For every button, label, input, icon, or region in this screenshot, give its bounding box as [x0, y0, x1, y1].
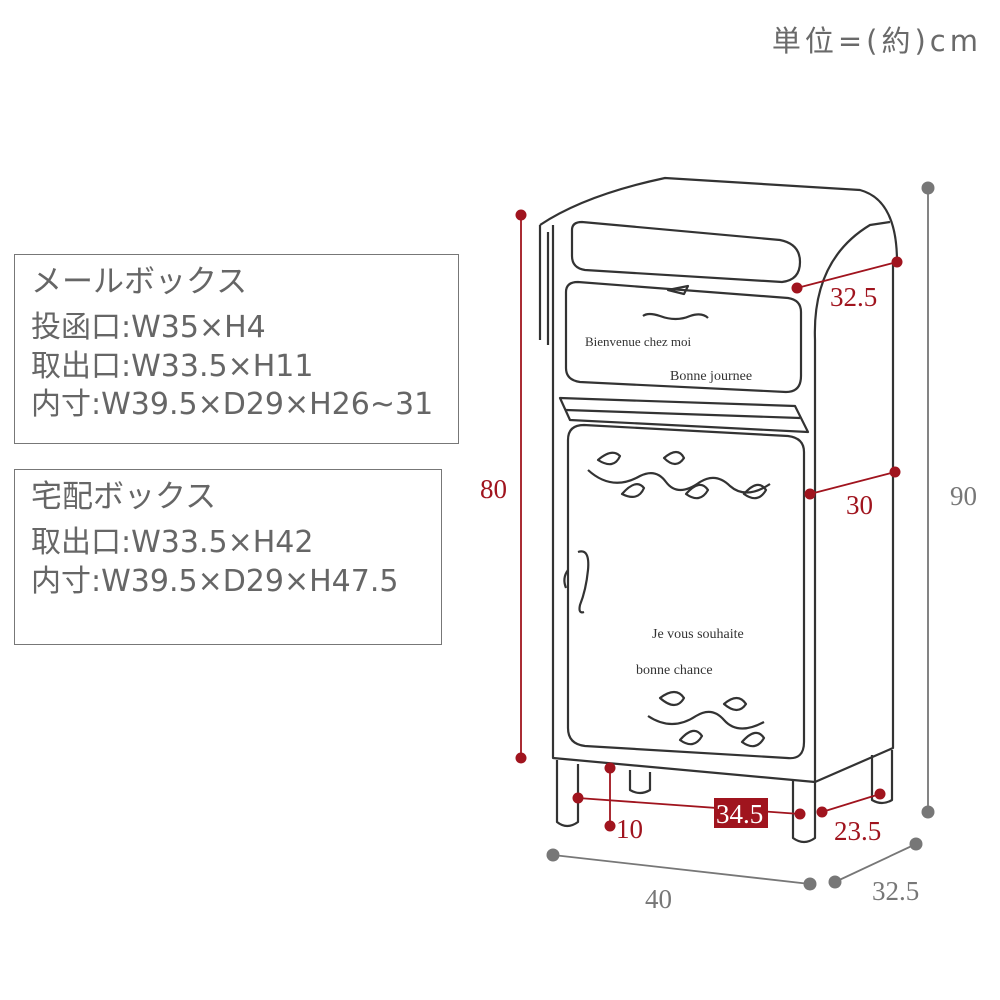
delivery-box-spec-inner: 内寸:W39.5×D29×H47.5 [31, 563, 399, 599]
dimension-dot [804, 488, 816, 500]
dimension-dot [515, 752, 527, 764]
dimension-dot [909, 837, 923, 851]
dimension-dot [816, 806, 828, 818]
leaf-icon [722, 696, 748, 712]
upper-door-text-2: Bonne journee [670, 369, 752, 384]
dimension-dot [874, 788, 886, 800]
mailbox-roof [539, 176, 899, 263]
leaf-icon [742, 483, 768, 500]
dimension-dot [889, 466, 901, 478]
lower-door-hinge [563, 569, 569, 589]
leaf-icon [596, 451, 622, 466]
gray-dimension-dots [546, 181, 935, 891]
depth-label: 32.5 [872, 876, 919, 906]
upper-door-latch [666, 284, 690, 296]
dimension-dot [515, 209, 527, 221]
delivery-box-spec-box: 宅配ボックス 取出口:W33.5×H42 内寸:W39.5×D29×H47.5 [14, 469, 442, 645]
parcel-flap [558, 396, 810, 434]
upper-door [564, 280, 803, 394]
body-height-label: 80 [480, 474, 507, 504]
leaf-icon [678, 729, 704, 746]
leg-back-left [628, 770, 652, 795]
upper-door-handle [642, 312, 709, 321]
dimension-dot [828, 875, 842, 889]
leaf-icon [740, 731, 766, 748]
leg-height-label: 10 [616, 814, 643, 844]
mid-depth-label: 30 [846, 490, 873, 520]
leg-span-width-label-bg [714, 798, 768, 828]
dimension-dot [803, 877, 817, 891]
mailbox-spec-outlet: 取出口:W33.5×H11 [31, 348, 314, 384]
mailbox-spec-inner: 内寸:W39.5×D29×H26~31 [31, 387, 434, 422]
vine-ornament-top [587, 469, 771, 494]
mailbox-spec-box: メールボックス 投函口:W35×H4 取出口:W33.5×H11 内寸:W39.… [14, 254, 459, 444]
width-label: 40 [645, 884, 672, 914]
dimension-dot [921, 805, 935, 819]
vine-ornament-bottom [647, 710, 765, 730]
lower-door-text-2: bonne chance [636, 663, 713, 678]
dimension-dot [794, 808, 806, 820]
dimension-dot [791, 282, 803, 294]
upper-depth-label: 32.5 [830, 282, 877, 312]
width-line [552, 854, 811, 885]
mailbox-roof-curve [813, 220, 891, 341]
mid-depth-line [809, 471, 896, 495]
upper-depth-line [796, 261, 898, 289]
dimension-dot [891, 256, 903, 268]
mailbox-front-face [551, 225, 817, 784]
delivery-box-spec-outlet: 取出口:W33.5×H42 [31, 525, 314, 560]
depth-line [834, 843, 917, 883]
dimension-dot [604, 820, 616, 832]
leaf-icon [662, 450, 686, 466]
lower-door [566, 423, 806, 760]
dimension-dot [572, 792, 584, 804]
leg-span-width-label: 34.5 [716, 799, 763, 829]
delivery-box-spec-title: 宅配ボックス [31, 479, 217, 515]
leaf-icon [658, 690, 686, 707]
leaf-icon [684, 483, 710, 500]
mailbox-spec-slot: 投函口:W35×H4 [31, 310, 266, 345]
leg-front-right [791, 780, 817, 844]
dimension-dot [604, 762, 616, 774]
leg-span-depth-line [821, 793, 881, 813]
mailbox-spec-title: メールボックス [31, 264, 248, 300]
leg-back-right [870, 750, 894, 805]
upper-door-text-1: Bienvenue chez moi [585, 334, 692, 349]
dimension-dot [921, 181, 935, 195]
mailbox-drawing [538, 176, 899, 844]
mailbox-side-face [814, 262, 895, 784]
mail-slot [570, 220, 802, 284]
dimension-dot [546, 848, 560, 862]
unit-label: 単位=(約)cm [771, 24, 982, 58]
gray-dimension-lines [552, 188, 929, 885]
parcel-flap-line [565, 408, 801, 420]
lower-door-handle [577, 550, 590, 614]
leg-span-depth-label: 23.5 [834, 816, 881, 846]
lower-door-text-1: Je vous souhaite [652, 627, 744, 642]
leg-front-left [555, 760, 580, 828]
leaf-icon [620, 483, 646, 499]
red-dimension-dots [515, 209, 903, 832]
total-height-label: 90 [950, 481, 977, 511]
